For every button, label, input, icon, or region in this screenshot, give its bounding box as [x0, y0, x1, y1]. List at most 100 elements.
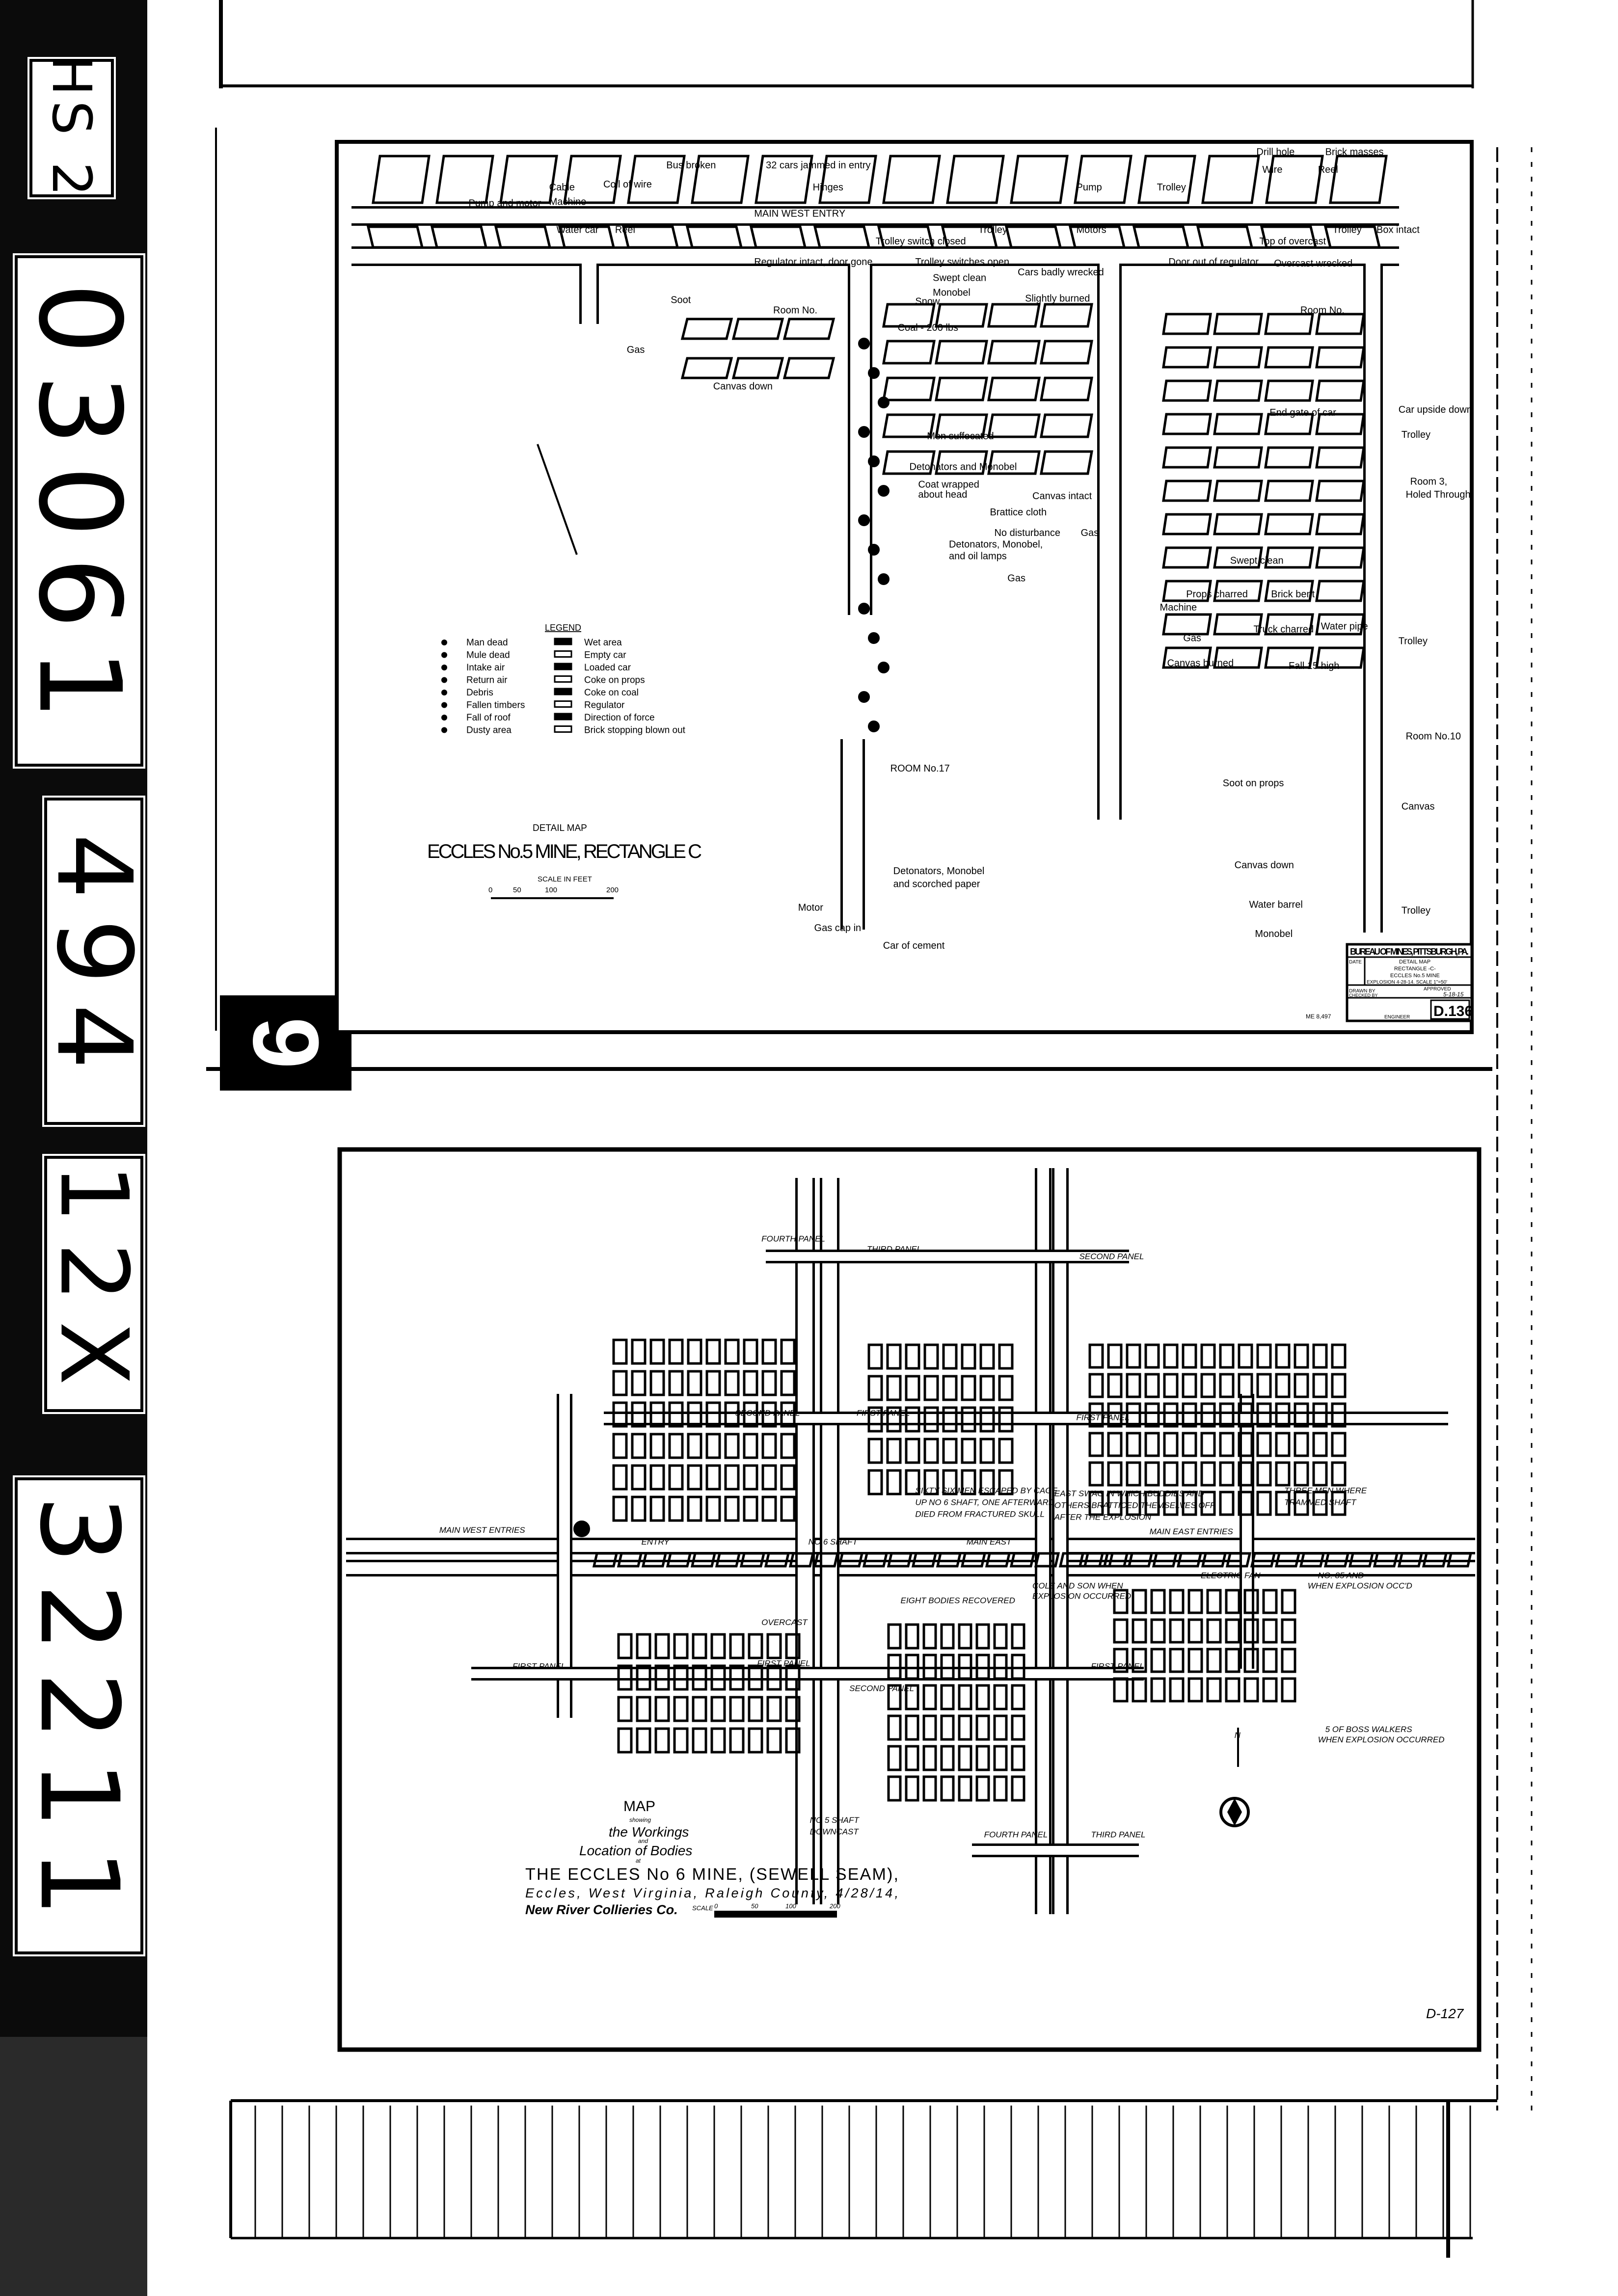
legend-item: Return air — [466, 675, 508, 686]
coal-pillar — [867, 1406, 883, 1433]
man-dead-marker — [868, 455, 880, 467]
coal-pillar — [766, 1696, 782, 1722]
coal-pillar — [743, 1433, 758, 1459]
title-location: Location of Bodies — [579, 1843, 692, 1858]
coal-pillar — [668, 1495, 684, 1522]
coal-pillar — [1264, 313, 1314, 335]
coal-pillar — [1074, 155, 1133, 204]
man-dead-marker — [878, 485, 890, 497]
coal-pillar — [1040, 376, 1093, 401]
coal-pillar — [946, 155, 1005, 204]
coal-pillar — [705, 1401, 721, 1428]
coal-pillar — [1169, 1677, 1185, 1703]
coal-pillar — [1004, 225, 1062, 249]
coal-pillar — [1162, 613, 1212, 636]
coal-pillar — [1275, 1402, 1291, 1428]
coal-pillar — [1162, 379, 1212, 402]
coal-pillar — [705, 1370, 721, 1396]
coal-pillar — [1329, 155, 1388, 204]
map-label: Motor — [798, 902, 823, 913]
coal-pillar — [1262, 1648, 1278, 1673]
coal-pillar — [911, 1552, 938, 1568]
coal-pillar — [958, 1684, 972, 1710]
coal-pillar — [649, 1401, 665, 1428]
coal-pillar — [935, 303, 988, 328]
coal-pillar — [1163, 1402, 1179, 1428]
coal-pillar — [1225, 1677, 1240, 1703]
coal-pillar — [1243, 1618, 1259, 1644]
map-label: Motors — [1077, 224, 1106, 235]
coal-pillar — [1312, 1343, 1328, 1369]
legend-symbol — [441, 727, 447, 733]
coal-pillar — [942, 1469, 958, 1495]
coal-pillar — [1256, 1491, 1272, 1516]
coal-pillar — [1011, 1775, 1025, 1802]
coal-pillar — [1126, 1373, 1141, 1398]
coal-pillar — [1219, 1432, 1235, 1457]
coal-pillar — [617, 1696, 633, 1722]
coal-pillar — [631, 1464, 647, 1491]
coal-pillar — [1169, 1648, 1185, 1673]
coal-pillar — [691, 155, 750, 204]
coal-pillar — [1162, 413, 1212, 435]
map-label: FOURTH PANEL — [761, 1234, 825, 1244]
map-label: Reel — [1318, 164, 1338, 175]
coal-pillar — [975, 1714, 990, 1741]
title-block: BUREAU OF MINES, PITTSBURGH, PA. DATE DE… — [1306, 943, 1473, 1022]
coal-pillar — [958, 1775, 972, 1802]
map-label: FIRST PANEL — [1091, 1662, 1144, 1671]
coal-pillar — [1107, 1402, 1123, 1428]
coal-pillar — [923, 1438, 939, 1464]
coal-pillar — [705, 1338, 721, 1365]
coal-pillar — [673, 1664, 689, 1691]
title-showing: showing — [629, 1816, 651, 1823]
man-dead-marker — [858, 514, 870, 526]
coal-pillar — [780, 1401, 796, 1428]
coal-pillar — [1256, 1373, 1272, 1398]
coal-pillar — [1182, 1432, 1197, 1457]
map-label: Snow — [915, 296, 940, 307]
coal-pillar — [710, 1633, 726, 1659]
coal-pillar — [1126, 1461, 1141, 1487]
map-label: Gas — [627, 345, 645, 355]
coal-pillar — [1132, 1677, 1147, 1703]
coal-pillar — [1182, 1461, 1197, 1487]
coal-pillar — [985, 1552, 1011, 1568]
map-label: FIRST PANEL — [512, 1662, 566, 1671]
coal-pillar — [975, 1684, 990, 1710]
coal-pillar — [558, 225, 616, 249]
coal-pillar — [766, 1727, 782, 1754]
coal-pillar — [724, 1338, 740, 1365]
map-label: and scorched paper — [893, 879, 980, 890]
legend-symbol — [441, 665, 447, 670]
coal-pillar — [1162, 646, 1212, 669]
coal-pillar — [1200, 1343, 1216, 1369]
scale-tick: 0 — [714, 1902, 718, 1910]
legend-item: Debris — [466, 688, 493, 698]
coal-pillar — [1238, 1343, 1253, 1369]
coal-pillar — [887, 1684, 902, 1710]
coal-pillar — [922, 1684, 937, 1710]
coal-pillar — [905, 1406, 920, 1433]
coal-pillar — [1144, 1432, 1160, 1457]
map-label: Swept clean — [933, 273, 986, 284]
coal-pillar — [1213, 313, 1263, 335]
map-label: Canvas burned — [1167, 658, 1234, 668]
coal-pillar — [743, 1370, 758, 1396]
coal-pillar — [1103, 1552, 1129, 1568]
coal-pillar — [612, 1433, 628, 1459]
map-label: WHEN EXPLOSION OCCURRED — [1318, 1735, 1445, 1744]
map-label: 5 OF BOSS WALKERS — [1325, 1725, 1413, 1734]
title-at: at — [636, 1857, 641, 1864]
title-workings: the Workings — [609, 1824, 689, 1840]
coal-pillar — [1206, 1677, 1222, 1703]
coal-pillar — [975, 1654, 990, 1680]
coal-pillar — [1331, 1373, 1347, 1398]
coal-pillar — [1312, 1373, 1328, 1398]
map-label: FIRST PANEL — [757, 1659, 810, 1668]
coal-pillar — [993, 1623, 1008, 1650]
map-label: Brick masses — [1325, 147, 1384, 158]
coal-pillar — [940, 1775, 955, 1802]
